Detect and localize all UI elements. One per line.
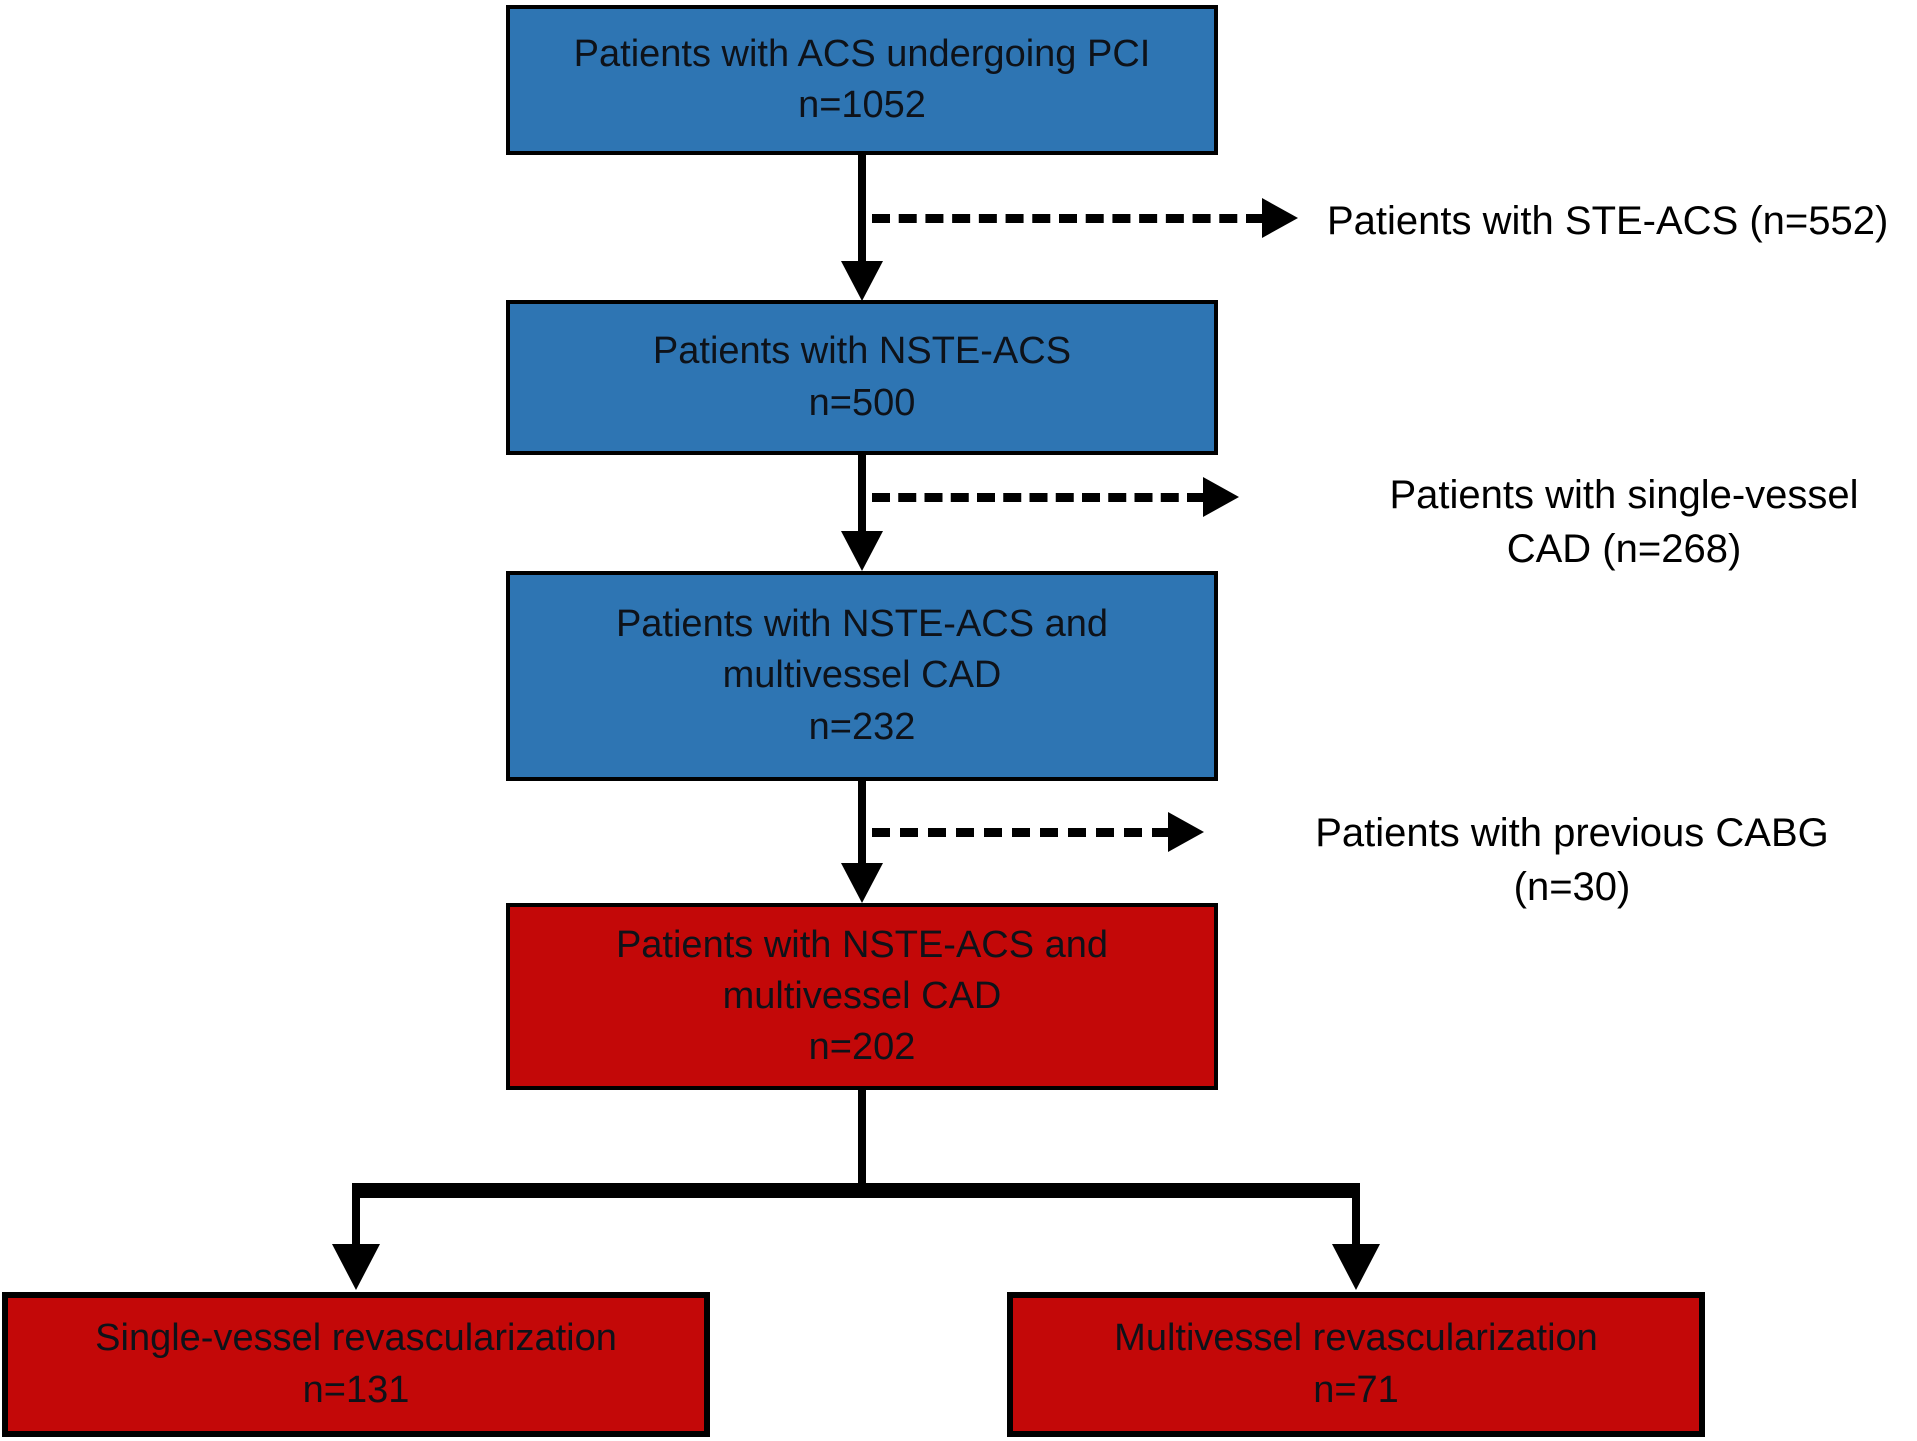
exclusion-ste-acs: Patients with STE-ACS (n=552) <box>1327 194 1888 248</box>
box-line: Patients with ACS undergoing PCI <box>573 32 1151 75</box>
arrow-shaft <box>858 155 866 263</box>
box-count: n=71 <box>1313 1368 1399 1411</box>
dashed-line <box>872 493 1205 502</box>
box-line: Patients with NSTE-ACS and <box>615 923 1109 966</box>
arrowhead-down-icon <box>1332 1244 1380 1290</box>
exclusion-line: Patients with single-vessel <box>1389 473 1859 517</box>
arrowhead-down-icon <box>841 261 883 301</box>
arrow-shaft <box>1352 1195 1360 1247</box>
box-nste-multivessel-232: Patients with NSTE-ACS and multivessel C… <box>506 571 1218 781</box>
box-line: Patients with NSTE-ACS <box>652 330 1072 373</box>
arrowhead-right-icon <box>1262 198 1298 238</box>
box-acs-pci: Patients with ACS undergoing PCI n=1052 <box>506 5 1218 155</box>
box-count: n=202 <box>808 1026 916 1069</box>
arrowhead-down-icon <box>841 531 883 571</box>
box-single-vessel-revascularization: Single-vessel revascularization n=131 <box>2 1292 710 1437</box>
box-count: n=1052 <box>798 84 926 126</box>
box-nste-multivessel-202: Patients with NSTE-ACS and multivessel C… <box>506 903 1218 1090</box>
arrow-shaft <box>352 1195 360 1247</box>
box-nste-acs: Patients with NSTE-ACS n=500 <box>506 300 1218 455</box>
box-count: n=500 <box>808 381 916 424</box>
box-count: n=232 <box>808 705 916 748</box>
exclusion-line: CAD (n=268) <box>1506 527 1742 571</box>
exclusion-line: Patients with STE-ACS (n=552) <box>1327 199 1889 243</box>
exclusion-line: (n=30) <box>1513 865 1631 909</box>
exclusion-line: Patients with previous CABG <box>1315 811 1829 855</box>
arrowhead-right-icon <box>1168 812 1204 852</box>
arrowhead-down-icon <box>841 863 883 903</box>
box-line: multivessel CAD <box>722 974 1002 1017</box>
dashed-line <box>872 828 1170 837</box>
dashed-line <box>872 214 1264 223</box>
arrow-shaft <box>858 781 866 865</box>
arrowhead-right-icon <box>1203 477 1239 517</box>
box-multivessel-revascularization: Multivessel revascularization n=71 <box>1007 1292 1705 1437</box>
arrowhead-down-icon <box>332 1244 380 1290</box>
box-line: Single-vessel revascularization <box>95 1317 617 1360</box>
branch-stem <box>858 1090 866 1198</box>
branch-bar <box>352 1183 1360 1198</box>
exclusion-single-vessel-cad: Patients with single-vessel CAD (n=268) <box>1335 468 1913 576</box>
arrow-shaft <box>858 455 866 533</box>
box-line: Patients with NSTE-ACS and <box>615 603 1109 646</box>
box-line: Multivessel revascularization <box>1114 1317 1598 1360</box>
box-line: multivessel CAD <box>722 654 1002 697</box>
box-count: n=131 <box>302 1368 410 1411</box>
exclusion-previous-cabg: Patients with previous CABG (n=30) <box>1242 806 1902 914</box>
